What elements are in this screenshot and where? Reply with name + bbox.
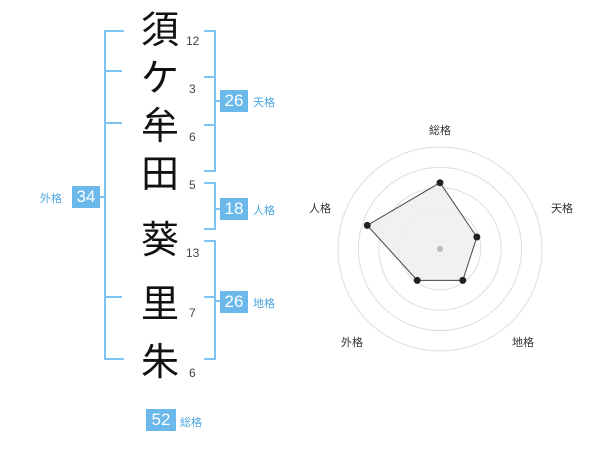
radar-grid-ring — [337, 146, 543, 352]
stroke-count-5: 13 — [186, 246, 200, 260]
radar-point-5 — [363, 221, 371, 229]
tenkaku-badge: 26 — [220, 90, 248, 112]
stroke-count-1: 12 — [186, 34, 200, 48]
name-char-1: 須 — [140, 8, 179, 52]
jinkaku-label: 人格 — [253, 204, 275, 217]
radar-point-3 — [459, 276, 467, 284]
radar-point-4 — [413, 276, 421, 284]
radar-grid-ring — [357, 166, 523, 332]
jinkaku-badge: 18 — [220, 198, 248, 220]
gaikaku-bracket-tick — [104, 296, 122, 298]
name-char-7: 朱 — [140, 340, 179, 384]
tenkaku-connector — [214, 100, 222, 102]
name-char-2: ケ — [140, 56, 179, 100]
radar-center-dot — [437, 246, 443, 252]
radar-label-tenkaku: 天格 — [551, 201, 573, 215]
stroke-count-7: 6 — [189, 366, 196, 380]
stroke-count-6: 7 — [189, 306, 196, 320]
soukaku-badge: 52 — [146, 409, 176, 431]
radar-label-soukaku: 総格 — [429, 123, 451, 137]
radar-point-2 — [473, 233, 481, 241]
name-char-3: 牟 — [140, 104, 179, 148]
radar-points — [363, 179, 481, 284]
name-char-4: 田 — [140, 152, 179, 196]
chikaku-bracket-tick — [204, 296, 214, 298]
radar-shape — [366, 182, 478, 281]
chikaku-label: 地格 — [253, 297, 275, 310]
gaikaku-connector — [96, 196, 106, 198]
soukaku-label: 総格 — [180, 416, 202, 429]
gaikaku-bracket-tick — [104, 122, 122, 124]
gaikaku-badge: 34 — [72, 186, 100, 208]
radar-label-jinkaku: 人格 — [309, 201, 331, 215]
jinkaku-connector — [214, 208, 222, 210]
tenkaku-bracket-tick — [204, 124, 214, 126]
gaikaku-label: 外格 — [40, 192, 62, 205]
stroke-count-2: 3 — [189, 82, 196, 96]
stroke-count-4: 5 — [189, 178, 196, 192]
name-char-6: 里 — [140, 282, 179, 326]
gaikaku-bracket-tick — [104, 70, 122, 72]
chikaku-connector — [214, 300, 222, 302]
gaikaku-bracket — [104, 30, 124, 360]
radar-point-1 — [436, 179, 444, 187]
tenkaku-bracket-tick — [204, 76, 214, 78]
chikaku-badge: 26 — [220, 291, 248, 313]
tenkaku-label: 天格 — [253, 96, 275, 109]
name-char-5: 葵 — [140, 218, 179, 262]
radar-label-chikaku: 地格 — [512, 335, 534, 349]
radar-label-gaikaku: 外格 — [341, 335, 363, 349]
jinkaku-bracket — [204, 182, 216, 230]
stroke-count-3: 6 — [189, 130, 196, 144]
